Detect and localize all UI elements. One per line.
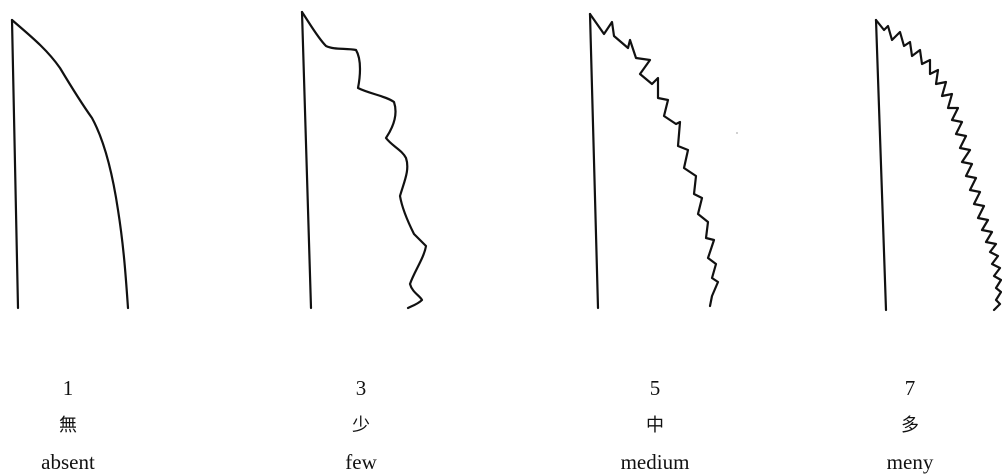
- leaf-margin-smooth: [10, 18, 130, 310]
- speck-mark: [736, 132, 738, 134]
- japanese-label: 中: [646, 415, 664, 436]
- english-label: meny: [886, 450, 934, 474]
- japanese-label: 多: [901, 415, 919, 436]
- leaf-midrib-line: [300, 10, 313, 310]
- leaf-outline-medium: [588, 12, 738, 310]
- leaf-midrib-line: [588, 12, 600, 310]
- leaf-outline-absent: [10, 18, 130, 310]
- score-label: 3: [355, 376, 367, 400]
- english-label: medium: [620, 450, 690, 474]
- japanese-label: 少: [352, 415, 370, 436]
- caption-few: 3 少 few: [271, 378, 451, 473]
- caption-medium: 5 中 medium: [565, 378, 745, 473]
- leaf-margin-many-teeth: [874, 18, 1002, 312]
- caption-absent: 1 無 absent: [0, 378, 158, 473]
- leaf-outline-few: [300, 10, 428, 310]
- score-label: 7: [904, 376, 916, 400]
- english-label: absent: [41, 450, 95, 474]
- leaf-midrib-line: [874, 18, 888, 312]
- score-label: 5: [649, 376, 661, 400]
- leaf-margin-few-teeth: [300, 10, 428, 310]
- score-label: 1: [62, 376, 74, 400]
- leaf-margin-medium-teeth: [588, 12, 720, 308]
- english-label: few: [345, 450, 377, 474]
- caption-many: 7 多 meny: [821, 378, 999, 473]
- leaf-outline-many: [874, 18, 1002, 312]
- japanese-label: 無: [59, 415, 77, 436]
- leaf-midrib-line: [10, 18, 20, 310]
